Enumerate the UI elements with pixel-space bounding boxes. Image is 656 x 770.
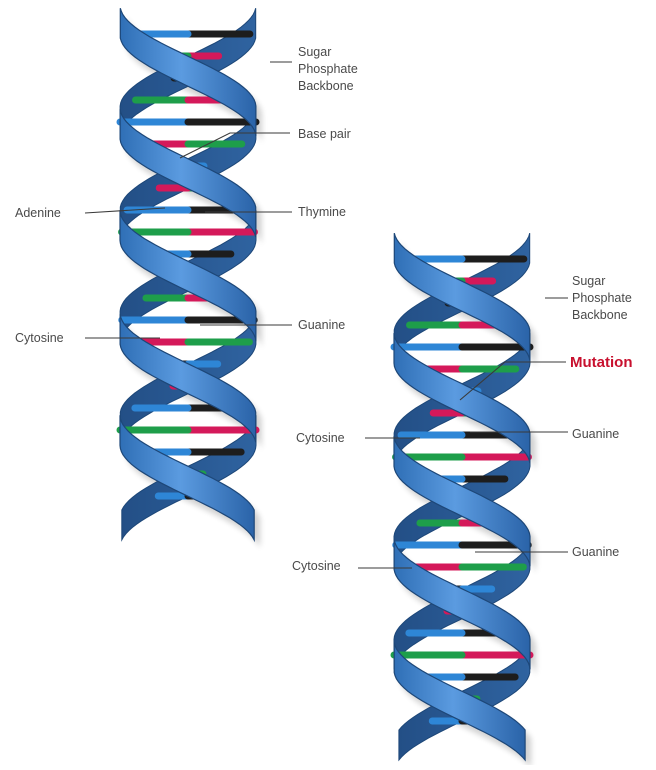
backbone-label-left-line2: Phosphate [298,62,358,76]
right-dna-helix [394,233,536,765]
right-helix-backbone-front-1 [394,233,530,360]
guanine-label-right-2: Guanine [572,545,619,559]
cytosine-label-right-1: Cytosine [296,431,345,445]
base-pair-label: Base pair [298,127,351,141]
cytosine-label-right-2: Cytosine [292,559,341,573]
guanine-label-left: Guanine [298,318,345,332]
guanine-label-right-1: Guanine [572,427,619,441]
left-helix-backbone-front-1 [120,8,256,136]
cytosine-label-left: Cytosine [15,331,64,345]
mutation-label: Mutation [570,354,632,371]
adenine-label: Adenine [15,206,61,220]
backbone-label-right-line2: Phosphate [572,291,632,305]
right-helix-backbone-front-0 [394,539,530,669]
backbone-label-right-line3: Backbone [572,308,628,322]
backbone-label-left-line1: Sugar [298,45,331,59]
left-dna-helix [120,8,262,548]
thymine-label: Thymine [298,205,346,219]
backbone-label-left-line3: Backbone [298,79,354,93]
backbone-label-right-line1: Sugar [572,274,605,288]
